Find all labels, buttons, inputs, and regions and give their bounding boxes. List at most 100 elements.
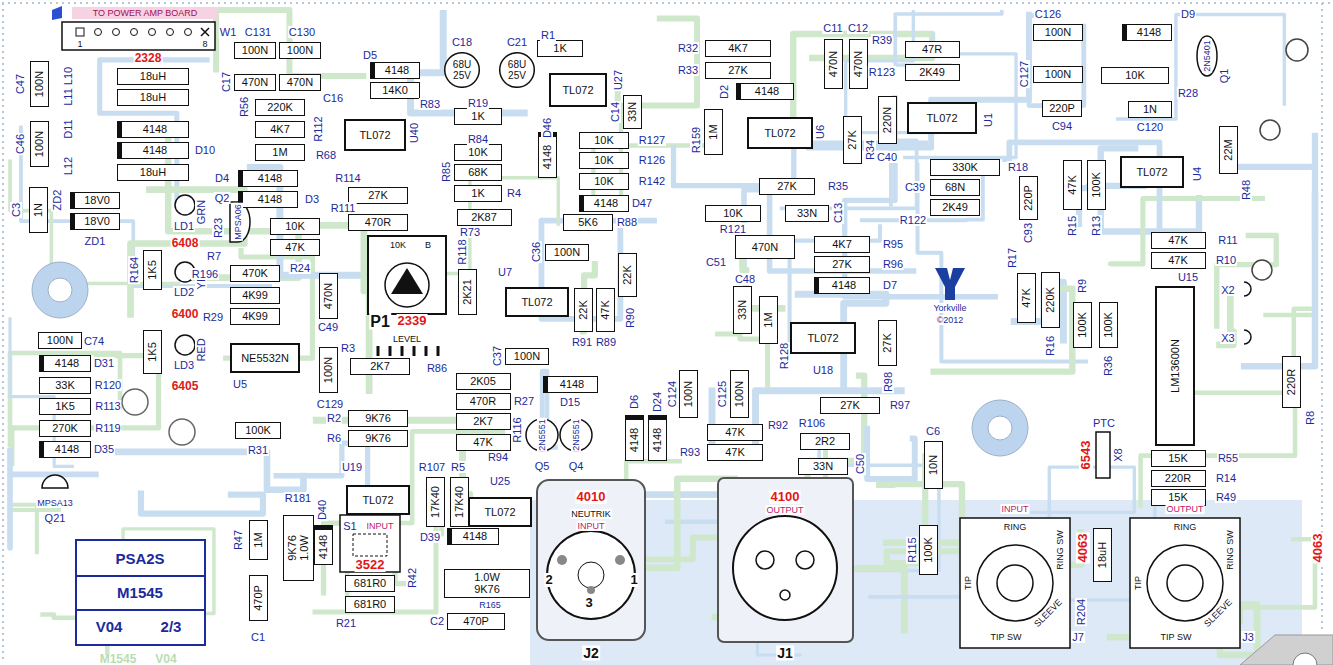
part-label: D10 — [194, 144, 216, 156]
jack-socket — [1147, 545, 1223, 621]
text-group: 27K — [728, 64, 748, 76]
component-box: 470N — [849, 39, 868, 89]
text-group: TL072 — [521, 296, 552, 308]
component-value: 220P — [1022, 185, 1034, 211]
component-box: 2K49 — [905, 64, 960, 81]
callout-number: 6400 — [171, 308, 200, 320]
part-label: R98 — [882, 371, 894, 393]
component-box: 100N — [730, 370, 749, 418]
part-label: D9 — [1180, 8, 1196, 20]
part-label: U7 — [497, 266, 513, 278]
part-label: C120 — [1136, 121, 1164, 133]
component-box: 100N — [30, 121, 49, 167]
text-group: 100N — [733, 381, 745, 407]
silkscreen-note: OUTPUT — [766, 505, 805, 515]
component-box: 18uH — [117, 164, 189, 181]
component-value: 100N — [514, 350, 540, 362]
part-label: J1 — [776, 646, 794, 661]
component-value: 681R0 — [354, 598, 386, 610]
part-label: Q1 — [1218, 68, 1230, 85]
component-value: 27K — [832, 258, 852, 270]
component-box: 100N — [505, 348, 549, 365]
part-label: C17 — [220, 71, 232, 93]
part-label: R84 — [467, 133, 489, 145]
component-value: 9K76 — [474, 583, 500, 595]
part-label: R165 — [478, 600, 502, 610]
part-label: R2 — [326, 412, 342, 424]
component-value: 2K7 — [473, 415, 493, 427]
component-value: 27K — [728, 64, 748, 76]
part-label: C74 — [83, 335, 105, 347]
jack-body — [1130, 518, 1240, 648]
text-group: 1K — [471, 110, 484, 122]
part-label: D47 — [631, 197, 653, 209]
text-group: 68N — [945, 181, 965, 193]
text-group: 100K — [1102, 312, 1114, 338]
text-group: 15K — [1168, 452, 1188, 464]
text-group: 100N — [287, 44, 313, 56]
component-box: 47K — [596, 288, 615, 332]
text-group: 681R0 — [354, 598, 386, 610]
part-label: C47 — [14, 73, 26, 95]
text-group: TL072 — [926, 112, 957, 124]
component-value: 47R — [922, 43, 942, 55]
component-value: 4148 — [541, 145, 553, 169]
text-group: TL072 — [362, 494, 393, 506]
component-box: 100N — [1033, 66, 1083, 83]
mounting-hole — [48, 278, 72, 302]
capacitor-outline — [445, 53, 480, 88]
component-box: 10K — [454, 144, 502, 161]
component-box: 68N — [930, 179, 980, 196]
silkscreen-note: 8 — [201, 39, 208, 49]
component-box: 47R — [905, 41, 960, 58]
part-label: R92 — [767, 419, 789, 431]
part-label: S1 — [342, 520, 357, 532]
ic-part-number: LM13600N — [1169, 339, 1181, 393]
component-box: 22K — [574, 288, 593, 332]
part-label: R118 — [456, 238, 468, 265]
component-box: 2K7 — [350, 358, 410, 375]
xlr-socket — [733, 516, 837, 620]
text-group: 47K — [1168, 234, 1188, 246]
component-value: 100K — [922, 537, 934, 563]
component-box: 27K — [759, 178, 815, 195]
component-value: 100K — [1076, 312, 1088, 338]
component-value: 4K7 — [832, 238, 852, 250]
copper-trace — [895, 10, 1002, 65]
component-box: 5K6 — [563, 214, 613, 231]
component-value: 4148 — [385, 64, 409, 76]
connector-body — [62, 22, 215, 50]
copper-trace — [100, 60, 210, 203]
part-label: D2 — [718, 84, 730, 100]
component-value: 4K7 — [270, 123, 290, 135]
part-label: R15 — [1066, 215, 1078, 237]
text-group: 47K — [1020, 288, 1032, 308]
part-label: R93 — [679, 446, 701, 458]
part-label: R107 — [418, 461, 446, 473]
component-box: 100K — [1099, 302, 1118, 348]
component-box: 47K — [707, 444, 763, 461]
component-value: 2K87 — [471, 211, 497, 223]
board-id-table: PSA2SM1545V042/3 — [75, 539, 206, 646]
text-group: 470N — [827, 51, 839, 77]
text-group: 4148 — [55, 357, 79, 369]
part-label: U40 — [408, 122, 420, 144]
component-value: 22M — [1222, 139, 1234, 160]
part-label: D46 — [541, 117, 553, 139]
text-group: 2K7 — [473, 415, 493, 427]
text-group: 27K — [832, 258, 852, 270]
ic-part-number: NE5532N — [241, 352, 289, 364]
silkscreen-note: TIP SW — [990, 632, 1023, 642]
text-group: 10K — [594, 175, 614, 187]
copper-trace — [1029, 16, 1084, 106]
component-value: 1M — [272, 146, 287, 158]
xlr-pin — [557, 555, 567, 565]
text-group: 270K — [52, 422, 78, 434]
component-box: 27K — [348, 187, 408, 204]
part-label: R97 — [889, 399, 911, 411]
part-label: R68 — [315, 149, 337, 161]
component-value: 4K99 — [242, 289, 268, 301]
part-label: R126 — [638, 154, 666, 166]
part-label: ZD2 — [51, 189, 63, 212]
